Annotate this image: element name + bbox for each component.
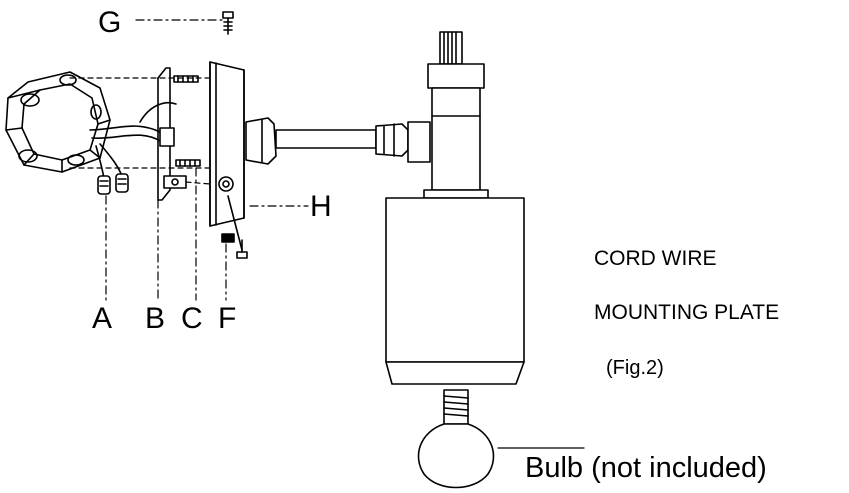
callout-c: C xyxy=(181,302,203,335)
callout-b: B xyxy=(145,302,166,335)
bulb xyxy=(417,389,585,489)
wire-nuts xyxy=(97,173,129,195)
clip-f xyxy=(221,233,235,243)
canopy xyxy=(209,61,245,227)
socket-assembly xyxy=(423,31,489,199)
leader-lines xyxy=(105,19,309,301)
lamp-arm xyxy=(245,117,431,165)
screw-g xyxy=(222,11,234,35)
callout-g: G xyxy=(98,6,122,39)
mounting-screws xyxy=(159,75,201,167)
side-screw xyxy=(227,195,248,259)
figure-number: (Fig.2) xyxy=(606,357,664,379)
junction-box xyxy=(5,71,111,173)
cord-wire-note: CORD WIRE xyxy=(594,247,717,270)
callout-a: A xyxy=(92,302,113,335)
lamp-shade xyxy=(385,197,525,385)
mounting-strap xyxy=(157,67,187,201)
callout-h: H xyxy=(310,190,332,223)
bulb-note: Bulb (not included) xyxy=(525,452,767,484)
mounting-plate-note: MOUNTING PLATE xyxy=(594,301,780,324)
callout-f: F xyxy=(218,302,237,335)
